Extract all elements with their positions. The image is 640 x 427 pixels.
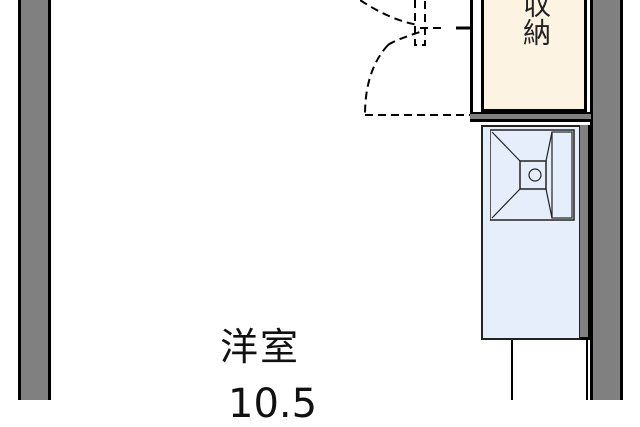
sink-icon <box>490 129 575 221</box>
entry-partition-line <box>511 340 513 400</box>
entry-right-line <box>586 340 588 400</box>
closet-fill <box>484 0 587 112</box>
closet-left-partition <box>470 0 484 118</box>
door-swing-icon <box>360 0 471 116</box>
closet-bottom-wall <box>470 112 591 122</box>
kitchen-side-wall <box>580 125 590 340</box>
left-exterior-wall <box>18 0 51 400</box>
main-room-size: 10.5 <box>228 381 318 427</box>
main-room-label: 洋室 <box>220 325 301 369</box>
closet-area: 収納 <box>470 0 590 118</box>
right-exterior-wall <box>590 0 623 400</box>
closet-label: 収納 <box>519 0 552 46</box>
